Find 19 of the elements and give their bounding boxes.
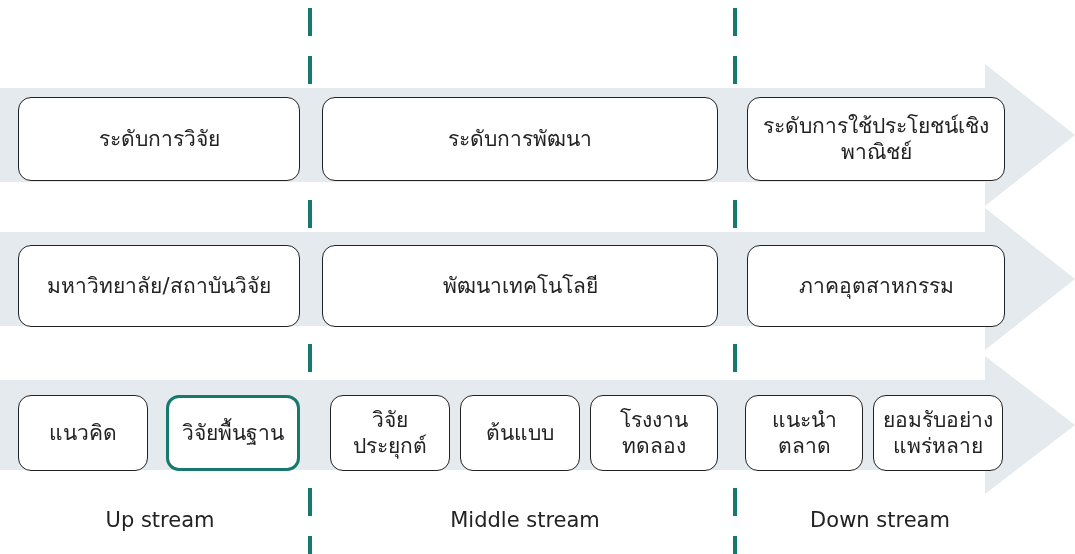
stage-box: ระดับการใช้ประโยชน์เชิงพาณิชย์ [747, 97, 1005, 181]
stage-box: โรงงานทดลอง [590, 395, 718, 471]
stage-box: มหาวิทยาลัย/สถาบันวิจัย [18, 245, 300, 327]
stage-band [0, 64, 1075, 206]
stage-band [0, 208, 1075, 350]
stage-box: ภาคอุตสาหกรรม [747, 245, 1005, 327]
stream-label: Up stream [105, 508, 215, 532]
stream-label: Middle stream [450, 508, 600, 532]
stage-box: วิจัยประยุกต์ [330, 395, 450, 471]
stage-box: ระดับการวิจัย [18, 97, 300, 181]
stage-box: พัฒนาเทคโนโลยี [322, 245, 718, 327]
stream-label: Down stream [810, 508, 950, 532]
stage-box: ยอมรับอย่างแพร่หลาย [873, 395, 1003, 471]
stage-box: วิจัยพื้นฐาน [166, 395, 300, 471]
stage-box: แนะนำตลาด [745, 395, 863, 471]
stage-band [0, 356, 1075, 494]
stage-box: ต้นแบบ [460, 395, 580, 471]
stage-box: แนวคิด [18, 395, 148, 471]
stage-box: ระดับการพัฒนา [322, 97, 718, 181]
